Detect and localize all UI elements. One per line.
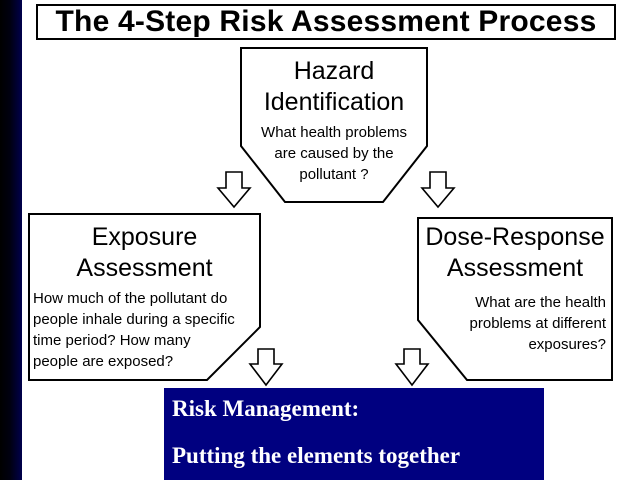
dose-response-desc-line2: problems at different [469,315,606,332]
hazard-title-line2: Identification [263,88,405,116]
hazard-title: Hazard Identification [241,56,427,118]
arrow-down-icon [394,348,430,387]
exposure-desc-line4: people are exposed? [33,353,174,370]
risk-management-subheading: Putting the elements together [172,443,461,468]
dose-response-desc-line1: What are the health [475,294,606,311]
hazard-description: What health problems are caused by the p… [241,122,427,185]
dose-response-desc-line3: exposures? [528,336,606,353]
hazard-box [240,47,428,203]
hazard-title-line1: Hazard [293,57,375,85]
exposure-title-line1: Exposure [91,223,198,251]
exposure-box [28,213,261,381]
title-box: The 4-Step Risk Assessment Process [36,4,616,40]
arrow-down-icon [420,171,456,209]
dose-response-title: Dose-Response Assessment [418,222,612,284]
arrow-down-icon [216,171,252,209]
exposure-description: How much of the pollutant do people inha… [33,288,261,372]
exposure-title: Exposure Assessment [29,222,260,284]
risk-management-box: Risk Management: Putting the elements to… [164,388,544,480]
dose-response-title-line1: Dose-Response [425,223,605,251]
arrow-down-icon [248,348,284,387]
page-title: The 4-Step Risk Assessment Process [55,5,597,38]
dose-response-title-line2: Assessment [446,254,584,282]
dose-response-description: What are the health problems at differen… [430,292,606,355]
dose-response-box [417,217,613,381]
exposure-desc-line2: people inhale during a specific [33,311,235,328]
risk-management-heading: Risk Management: [172,396,360,421]
exposure-title-line2: Assessment [76,254,213,282]
exposure-desc-line1: How much of the pollutant do [33,290,228,307]
hazard-desc-line2: are caused by the [274,145,394,162]
hazard-desc-line1: What health problems [261,124,407,141]
hazard-desc-line3: pollutant ? [299,166,369,183]
exposure-desc-line3: time period? How many [33,332,191,349]
